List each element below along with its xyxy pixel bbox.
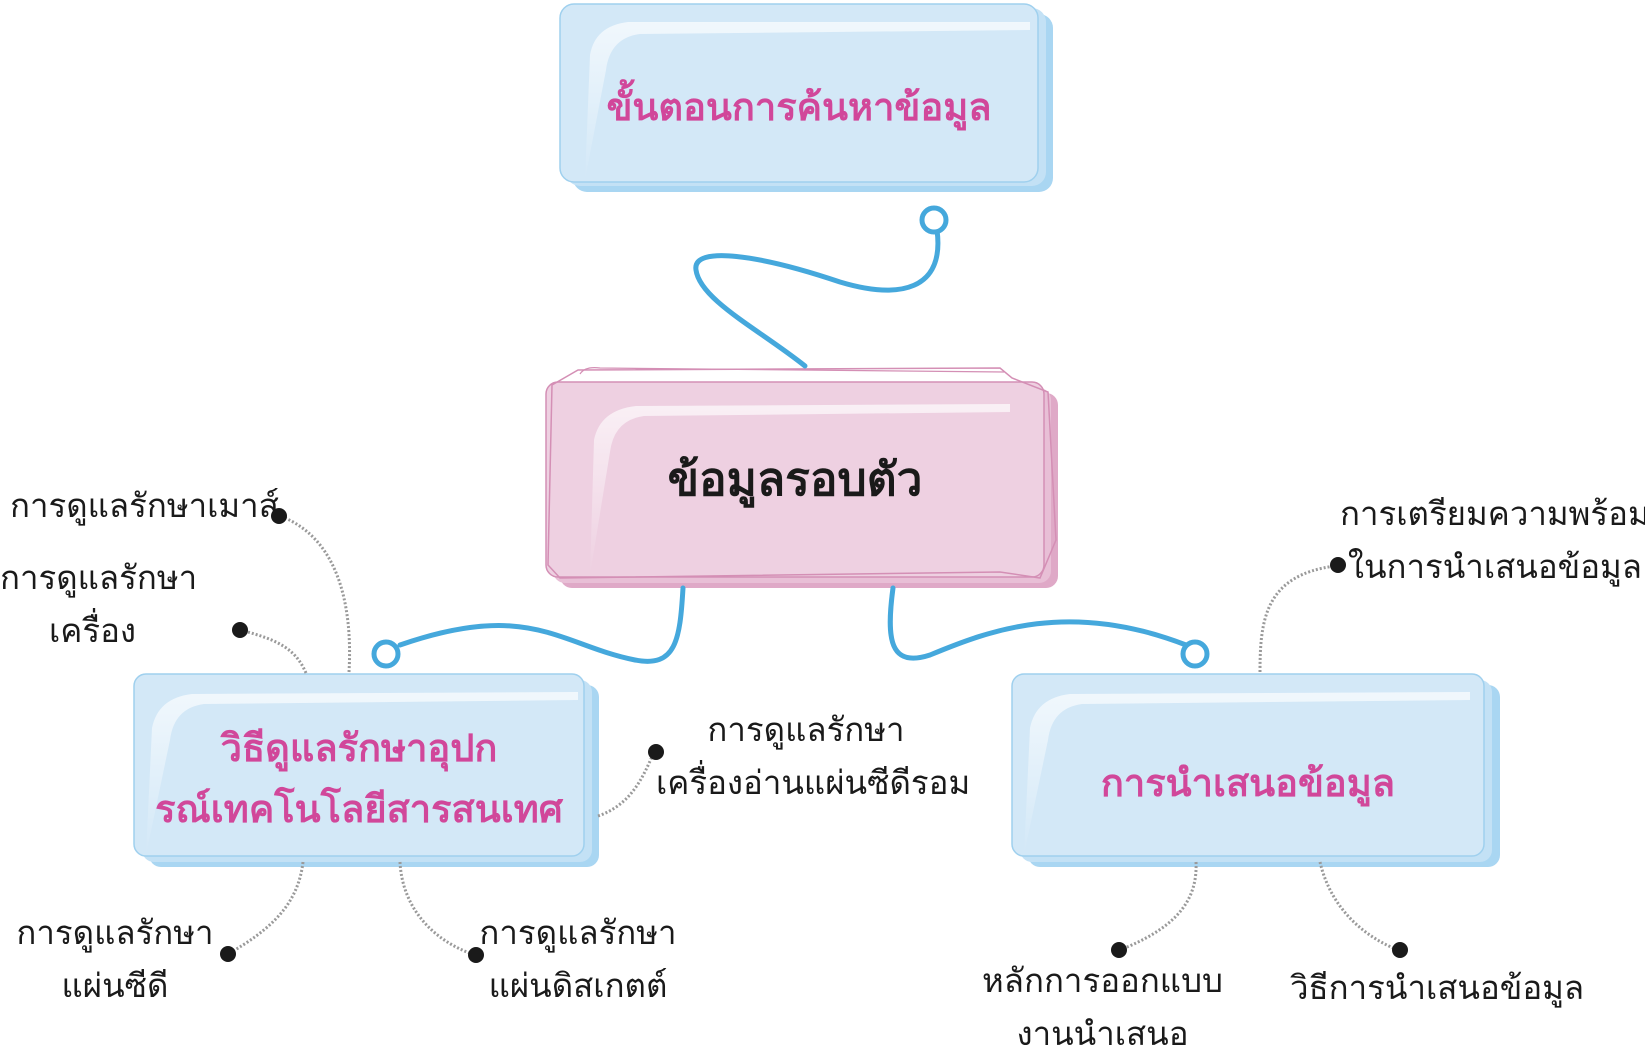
right-box-title: การนำเสนอข้อมูล: [1100, 761, 1396, 805]
leaf-mouse: การดูแลรักษาเมาส์: [10, 486, 279, 525]
dot-cd: [220, 946, 236, 962]
dot-method: [1392, 942, 1408, 958]
dot-design: [1111, 942, 1127, 958]
connector-left: [371, 585, 686, 669]
leaf-prep: การเตรียมความพร้อม ในการนำเสนอข้อมูล: [1340, 488, 1645, 594]
leaf-machine-line-1: การดูแลรักษา: [0, 558, 198, 597]
leaf-machine: การดูแลรักษา เครื่อง: [0, 552, 198, 658]
leaf-prep-line-2: ในการนำเสนอข้อมูล: [1347, 546, 1642, 586]
dot-mouse: [271, 508, 287, 524]
center-box-title: ข้อมูลรอบตัว: [667, 452, 923, 506]
left-box-line-2: รณ์เทคโนโลยีสารสนเทศ: [155, 786, 563, 831]
leaf-prep-line-1: การเตรียมความพร้อม: [1340, 494, 1645, 533]
leaf-disk: การดูแลรักษา แผ่นดิสเกตต์: [478, 907, 678, 1013]
leaf-method: วิธีการนำเสนอข้อมูล: [1290, 968, 1585, 1007]
leaf-connectors: [227, 514, 1399, 957]
left-box-title: วิธีดูแลรักษาอุปก รณ์เทคโนโลยีสารสนเทศ: [134, 718, 584, 840]
leaf-disk-line-2: แผ่นดิสเกตต์: [488, 965, 668, 1005]
leaf-design-line-2: งานนำเสนอ: [1016, 1013, 1189, 1053]
leaf-cd: การดูแลรักษา แผ่นซีดี: [15, 907, 215, 1013]
leaf-cdrom-line-2: เครื่องอ่านแผ่นซีดีรอม: [656, 762, 971, 802]
leaf-dots: [220, 508, 1408, 963]
connector-right: [887, 585, 1210, 669]
dot-disk: [468, 947, 484, 963]
center-box: [545, 367, 1058, 588]
leaf-design: หลักการออกแบบ งานนำเสนอ: [980, 955, 1225, 1061]
leaf-cd-line-2: แผ่นซีดี: [61, 965, 169, 1005]
leaf-machine-line-2: เครื่อง: [48, 610, 136, 650]
leaf-cdrom-line-1: การดูแลรักษา: [707, 710, 905, 749]
leaf-cd-line-1: การดูแลรักษา: [16, 913, 214, 952]
dot-prep: [1330, 557, 1346, 573]
left-box-line-1: วิธีดูแลรักษาอุปก: [220, 726, 498, 770]
leaf-design-line-1: หลักการออกแบบ: [982, 961, 1223, 1000]
dot-machine: [232, 622, 248, 638]
left-box: [133, 673, 599, 867]
connector-top: [693, 205, 949, 369]
top-box: [559, 3, 1053, 192]
leaf-disk-line-1: การดูแลรักษา: [479, 913, 677, 952]
right-box: [1011, 673, 1500, 867]
dot-cdrom: [648, 744, 664, 760]
leaf-cdrom: การดูแลรักษา เครื่องอ่านแผ่นซีดีรอม: [656, 704, 971, 810]
top-box-title: ขั้นตอนการค้นหาข้อมูล: [606, 85, 992, 129]
